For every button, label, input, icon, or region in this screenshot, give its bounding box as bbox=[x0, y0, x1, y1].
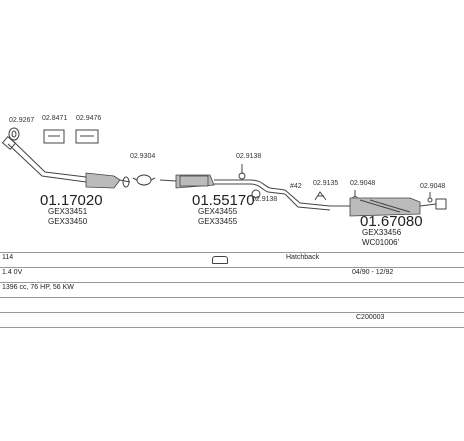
hanger-part-10: 02.9048 bbox=[420, 183, 445, 203]
part-number-7: #42 bbox=[290, 183, 302, 190]
table-rule bbox=[0, 267, 464, 268]
part-number-5: 02.9138 bbox=[236, 153, 261, 160]
part-number-6: 02.9138 bbox=[252, 196, 277, 203]
front-pipe-catalyst bbox=[1, 136, 131, 189]
main-part-3-sub-1: GEX33456 bbox=[362, 228, 402, 237]
engine-spec: 1396 cc, 76 HP, 56 KW bbox=[2, 284, 74, 291]
rear-silencer bbox=[330, 197, 447, 217]
table-rule bbox=[0, 297, 464, 298]
gasket-part-1: 02.9267 bbox=[8, 117, 34, 141]
main-part-2-sub-1: GEX43455 bbox=[198, 207, 238, 216]
part-number-1: 02.9267 bbox=[9, 117, 34, 124]
car-icon bbox=[212, 256, 228, 264]
main-part-3-sub-2: WC01006' bbox=[362, 238, 400, 247]
clamp-part-4: 02.9304 bbox=[130, 153, 155, 186]
body-type: Hatchback bbox=[286, 254, 320, 261]
engine-label: 1.4 0V bbox=[2, 269, 23, 276]
catalog-code: C200003 bbox=[356, 314, 385, 321]
info-row-spec: 1396 cc, 76 HP, 56 KW bbox=[0, 283, 464, 297]
hardware-kit-1: 02.8471 bbox=[42, 115, 67, 144]
main-part-1-sub-2: GEX33450 bbox=[48, 217, 88, 226]
info-row-model: 114 Hatchback bbox=[0, 253, 464, 267]
part-number-10: 02.9048 bbox=[420, 183, 445, 190]
part-number-2: 02.8471 bbox=[42, 115, 67, 122]
main-part-1-sub-1: GEX33451 bbox=[48, 207, 88, 216]
middle-silencer bbox=[159, 174, 286, 195]
info-row-engine: 1.4 0V 04/90 - 12/92 bbox=[0, 268, 464, 282]
main-part-number-2: 01.55170 bbox=[192, 192, 255, 209]
part-number-4: 02.9304 bbox=[130, 153, 155, 160]
connecting-pipe: #42 bbox=[284, 183, 331, 211]
bracket-part-8: 02.9135 bbox=[313, 180, 338, 201]
main-part-number-1: 01.17020 bbox=[40, 192, 103, 209]
exhaust-diagram: 02.9267 02.8471 02.9476 01.17020 GEX3345… bbox=[1, 115, 447, 247]
table-rule bbox=[0, 252, 464, 253]
table-rule bbox=[0, 282, 464, 283]
hardware-kit-2: 02.9476 bbox=[75, 115, 101, 144]
info-row-code: C200003 bbox=[0, 313, 464, 327]
hanger-part-5: 02.9138 bbox=[236, 153, 261, 180]
table-rule bbox=[0, 312, 464, 313]
main-part-number-3: 01.67080 bbox=[360, 213, 423, 230]
model-label: 114 bbox=[2, 254, 14, 261]
hanger-part-6: 02.9138 bbox=[251, 189, 277, 203]
part-number-8: 02.9135 bbox=[313, 180, 338, 187]
main-part-2-sub-2: GEX33455 bbox=[198, 217, 238, 226]
table-rule bbox=[0, 327, 464, 328]
part-number-3: 02.9476 bbox=[76, 115, 101, 122]
part-number-9: 02.9048 bbox=[350, 180, 375, 187]
production-dates: 04/90 - 12/92 bbox=[352, 269, 394, 276]
